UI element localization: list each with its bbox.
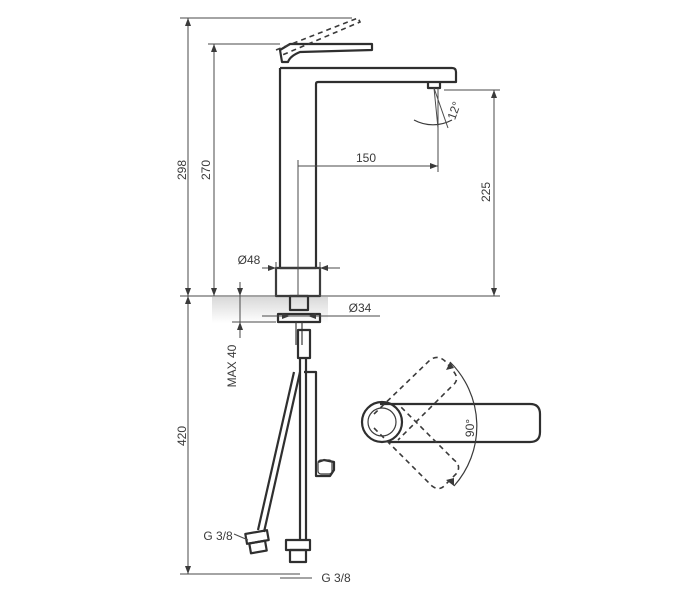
total-height-label: 298 [175,160,189,180]
handle-top-view [360,356,542,490]
max-mount-label: MAX 40 [225,344,239,387]
body-height-label: 270 [199,160,213,180]
spout-reach-label: 150 [356,151,376,165]
counter-surface [212,297,328,323]
spout-height-label: 225 [479,182,493,202]
supply-hoses [244,358,336,564]
spout-tilt-label: 12° [445,100,464,122]
lever-handle [275,16,374,64]
tail-diameter-label: Ø34 [349,301,372,315]
faucet-body [274,66,458,298]
handle-rotation-label: 90° [463,419,477,437]
body-diameter-label: Ø48 [238,253,261,267]
hose-left-label: G 3/8 [203,529,233,543]
below-counter-label: 420 [175,426,189,446]
hose-right-label: G 3/8 [321,571,351,585]
